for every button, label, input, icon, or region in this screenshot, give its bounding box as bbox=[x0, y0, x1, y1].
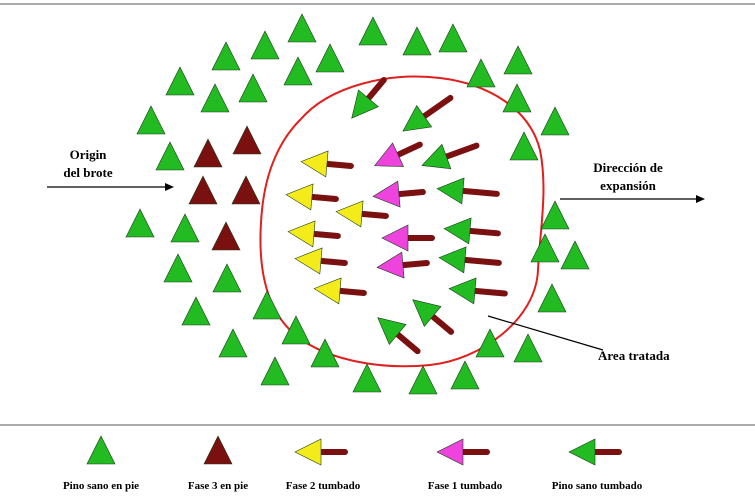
fallen-healthy-pine bbox=[443, 217, 501, 245]
standing-healthy-pine bbox=[509, 131, 539, 161]
fallen-healthy-pine bbox=[448, 277, 508, 305]
standing-healthy-pine bbox=[537, 283, 567, 313]
standing-healthy-pine bbox=[155, 141, 185, 171]
treated-area-pointer bbox=[487, 315, 604, 351]
standing-healthy-pine bbox=[513, 333, 543, 363]
direction-label-line2: expansión bbox=[600, 178, 656, 193]
fallen-phase1-pine bbox=[381, 224, 435, 252]
legend-label-fase-3-en-pie: Fase 3 en pie bbox=[188, 480, 248, 492]
legend-label-pino-sano-en-pie: Pino sano en pie bbox=[63, 480, 139, 492]
standing-healthy-pine bbox=[530, 233, 560, 263]
legend-label-fase-2-tumbado: Fase 2 tumbado bbox=[286, 480, 361, 492]
legend-label-pino-sano-tumbado: Pino sano tumbado bbox=[552, 480, 643, 492]
standing-healthy-pine bbox=[136, 105, 166, 135]
origin-label-line2: del brote bbox=[63, 165, 112, 180]
standing-healthy-pine bbox=[352, 363, 382, 393]
standing-healthy-pine bbox=[281, 315, 311, 345]
standing-healthy-pine bbox=[287, 13, 317, 43]
fallen-phase1-pine bbox=[372, 180, 426, 208]
standing-healthy-pine bbox=[358, 16, 388, 46]
fallen-phase1-pine bbox=[373, 141, 423, 167]
standing-healthy-pine bbox=[315, 43, 345, 73]
treated-area-boundary bbox=[259, 75, 545, 368]
standing-healthy-pine bbox=[200, 83, 230, 113]
standing-healthy-pine bbox=[540, 106, 570, 136]
treated-area-label: Area tratada bbox=[598, 348, 670, 363]
fallen-phase2-pine bbox=[300, 150, 354, 178]
standing-healthy-pine bbox=[250, 30, 280, 60]
direction-arrowhead bbox=[696, 195, 705, 203]
standing-healthy-pine bbox=[212, 263, 242, 293]
standing-healthy-pine bbox=[252, 290, 282, 320]
origin-label-line1: Origin bbox=[70, 147, 108, 162]
standing-healthy-pine bbox=[181, 296, 211, 326]
standing-healthy-pine bbox=[310, 338, 340, 368]
standing-healthy-pine bbox=[283, 56, 313, 86]
fallen-phase2-pine bbox=[294, 247, 348, 275]
fallen-healthy-pine bbox=[438, 246, 502, 274]
standing-phase3-pine bbox=[193, 138, 223, 168]
standing-healthy-pine bbox=[402, 26, 432, 56]
fallen-phase1-pine bbox=[376, 251, 430, 279]
standing-healthy-pine bbox=[438, 23, 468, 53]
fallen-healthy-pine bbox=[421, 142, 480, 170]
standing-phase3-pine bbox=[231, 175, 261, 205]
standing-healthy-pine bbox=[503, 45, 533, 75]
standing-healthy-pine bbox=[238, 73, 268, 103]
standing-healthy-pine bbox=[260, 356, 290, 386]
origin-arrowhead bbox=[165, 183, 174, 191]
fallen-phase2-pine bbox=[313, 277, 367, 305]
legend-symbol-fase-1-tumbado bbox=[436, 438, 490, 466]
legend-label-fase-1-tumbado: Fase 1 tumbado bbox=[428, 480, 503, 492]
legend-symbol-pino-sano-tumbado bbox=[568, 438, 622, 466]
standing-healthy-pine bbox=[540, 200, 570, 230]
standing-healthy-pine bbox=[165, 66, 195, 96]
standing-healthy-pine bbox=[218, 328, 248, 358]
legend-symbol-pino-sano-en-pie bbox=[86, 435, 116, 465]
standing-healthy-pine bbox=[502, 83, 532, 113]
standing-phase3-pine bbox=[232, 125, 262, 155]
tree-layer bbox=[125, 13, 590, 395]
standing-phase3-pine bbox=[211, 221, 241, 251]
legend: Pino sano en pie Fase 3 en pie Fase 2 tumb… bbox=[63, 435, 643, 492]
fallen-healthy-pine bbox=[377, 317, 421, 355]
legend-symbol-fase-2-tumbado bbox=[294, 438, 348, 466]
standing-healthy-pine bbox=[466, 58, 496, 88]
legend-symbol-fase-3-en-pie bbox=[203, 435, 233, 465]
standing-healthy-pine bbox=[560, 240, 590, 270]
standing-healthy-pine bbox=[475, 328, 505, 358]
standing-healthy-pine bbox=[125, 208, 155, 238]
fallen-phase2-pine bbox=[285, 183, 339, 211]
direction-label-line1: Dirección de bbox=[593, 160, 663, 175]
fallen-healthy-pine bbox=[402, 94, 454, 132]
standing-healthy-pine bbox=[170, 213, 200, 243]
standing-healthy-pine bbox=[408, 365, 438, 395]
standing-phase3-pine bbox=[188, 175, 218, 205]
fallen-healthy-pine bbox=[351, 76, 387, 119]
fallen-healthy-pine bbox=[436, 177, 500, 205]
fallen-phase2-pine bbox=[287, 220, 341, 248]
standing-healthy-pine bbox=[450, 360, 480, 390]
fallen-healthy-pine bbox=[412, 299, 455, 335]
fallen-phase2-pine bbox=[335, 200, 389, 228]
standing-healthy-pine bbox=[211, 41, 241, 71]
standing-healthy-pine bbox=[163, 253, 193, 283]
